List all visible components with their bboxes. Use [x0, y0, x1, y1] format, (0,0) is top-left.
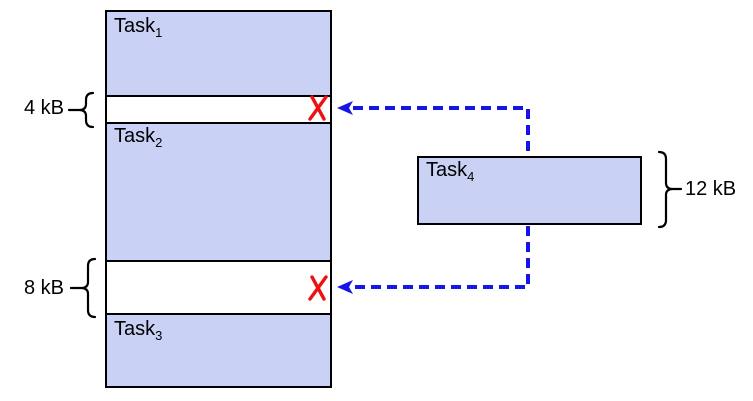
task3-label-sub: 3 [155, 328, 163, 343]
task4-block [417, 156, 642, 225]
task4-size-brace [657, 150, 683, 229]
task3-block [107, 313, 330, 386]
task2-label: Task2 [114, 124, 163, 150]
gap1-size-label: 4 kB [23, 97, 64, 119]
task3-label: Task3 [114, 317, 163, 343]
task4-label-base: Task [426, 159, 468, 181]
task1-label-sub: 1 [155, 25, 163, 40]
task4-label-sub: 4 [467, 169, 475, 184]
memory-column [105, 10, 332, 388]
task2-label-sub: 2 [155, 135, 163, 150]
gap2-brace [69, 257, 97, 319]
task1-label-base: Task [114, 15, 156, 37]
task1-label: Task1 [114, 14, 163, 40]
task2-block [107, 122, 330, 262]
task4-label: Task4 [426, 158, 475, 184]
gap2-size-label: 8 kB [23, 277, 64, 299]
arrow-task4-to-gap1 [353, 106, 530, 153]
task3-label-base: Task [114, 318, 156, 340]
task2-label-base: Task [114, 125, 156, 147]
gap1-brace [67, 91, 95, 129]
arrow-task4-to-gap1-head [337, 101, 353, 115]
task1-block [107, 12, 330, 97]
arrow-task4-to-gap2 [353, 226, 530, 289]
arrow-task4-to-gap2-head [337, 280, 353, 294]
task4-size-label: 12 kB [685, 178, 737, 200]
